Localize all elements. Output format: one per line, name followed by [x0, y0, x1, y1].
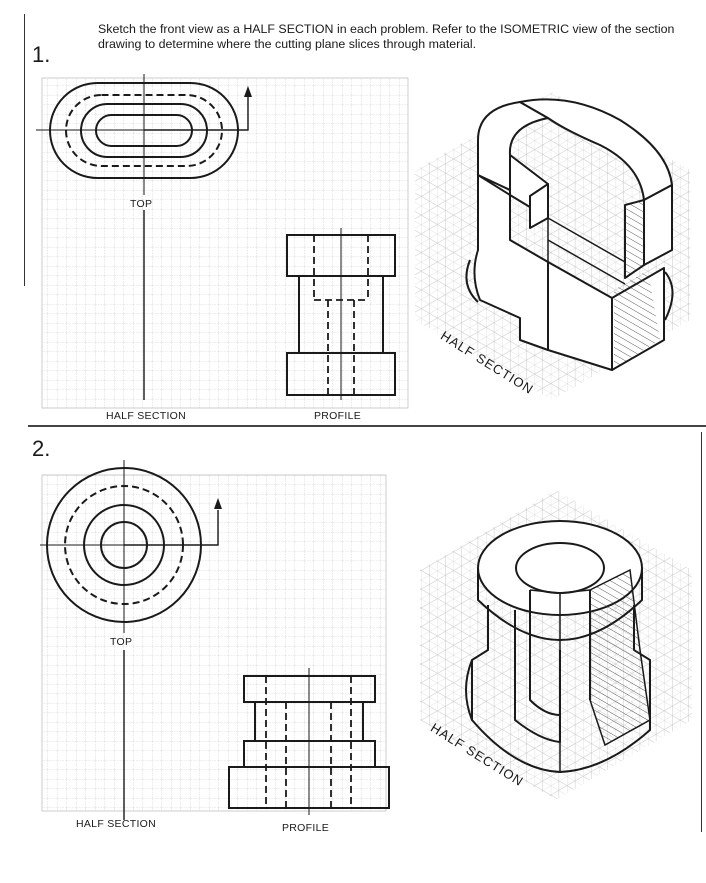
instructions-text: Sketch the front view as a HALF SECTION … — [98, 22, 675, 51]
problem-1-profile-label: PROFILE — [314, 410, 362, 422]
problem-2-section-label: HALF SECTION — [76, 818, 157, 830]
section-divider — [28, 425, 706, 427]
problem-2-profile-label: PROFILE — [282, 822, 330, 834]
problem-2-top-view — [40, 460, 222, 633]
problem-1-top-view — [36, 74, 252, 195]
problem-1-isometric — [415, 92, 690, 400]
problem-1-section-label: HALF SECTION — [106, 410, 187, 422]
problem-2-number: 2. — [32, 436, 51, 461]
problem-2-profile-view — [228, 668, 390, 815]
problem-1-top-label: TOP — [130, 198, 153, 210]
right-margin-rule — [701, 432, 702, 832]
problem-2-grid — [41, 474, 387, 812]
problem-2-top-label: TOP — [110, 636, 133, 648]
margin-rule — [24, 14, 25, 286]
problem-2-isometric — [420, 490, 692, 800]
problem-1-profile-view — [286, 228, 396, 400]
problem-1-number: 1. — [32, 42, 51, 67]
